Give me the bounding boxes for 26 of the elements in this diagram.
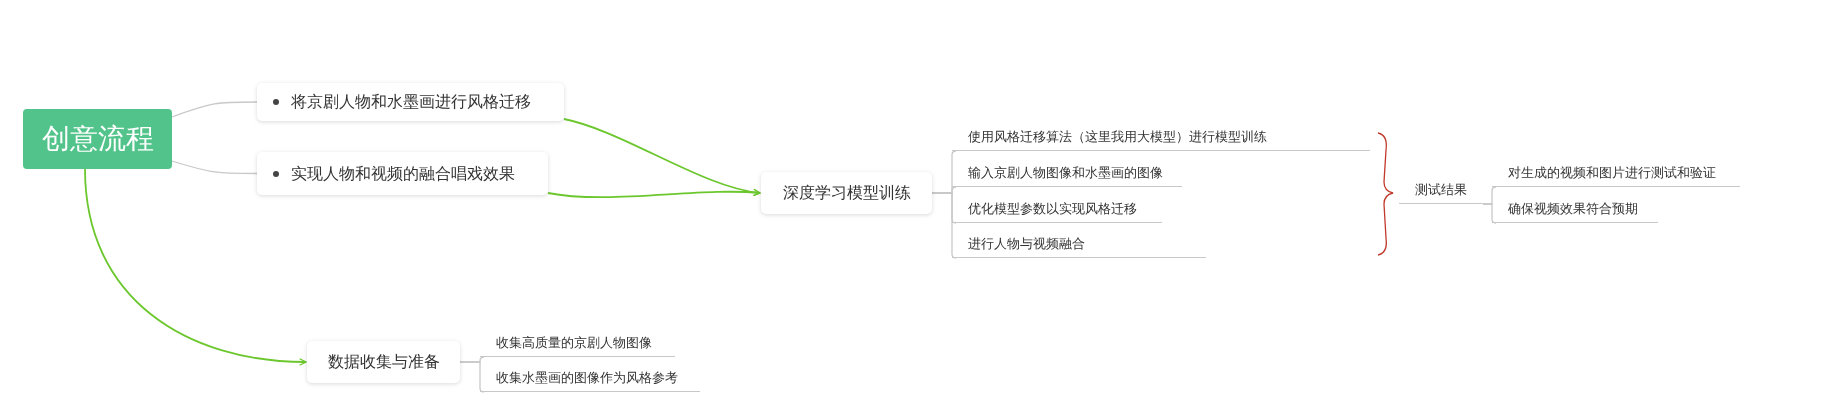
- arrow: [84, 168, 307, 366]
- topic-text: 输入京剧人物图像和水墨画的图像: [968, 164, 1163, 182]
- topic-text: 数据收集与准备: [327, 352, 440, 372]
- connector-line: [171, 101, 258, 118]
- topic-text: 深度学习模型训练: [782, 183, 911, 203]
- topic-card: [307, 341, 460, 383]
- topic-text: 将京剧人物和水墨画进行风格迁移: [291, 92, 531, 112]
- central-topic: [23, 109, 172, 169]
- topic-text: 创意流程: [41, 122, 154, 156]
- topic-card: [257, 83, 564, 121]
- topic-text: 优化模型参数以实现风格迁移: [968, 200, 1137, 218]
- topic-text: 使用风格迁移算法（这里我用大模型）进行模型训练: [968, 128, 1267, 146]
- topic-card: [257, 152, 548, 195]
- topic-text: 收集水墨画的图像作为风格参考: [496, 369, 678, 387]
- topic-text: 对生成的视频和图片进行测试和验证: [1508, 164, 1716, 182]
- topic-text: 进行人物与视频融合: [968, 235, 1085, 253]
- connector-line: [459, 361, 485, 393]
- topic-text: 实现人物和视频的融合唱戏效果: [291, 163, 515, 184]
- topic-card: [761, 172, 932, 214]
- topic-text: 测试结果: [1415, 181, 1467, 199]
- connector-line: [171, 160, 258, 175]
- topic-text: 确保视频效果符合预期: [1508, 200, 1638, 218]
- arrow: [547, 188, 761, 199]
- connector-line: [931, 192, 957, 259]
- topic-text: 收集高质量的京剧人物图像: [496, 334, 652, 352]
- connector-line: [1482, 203, 1497, 224]
